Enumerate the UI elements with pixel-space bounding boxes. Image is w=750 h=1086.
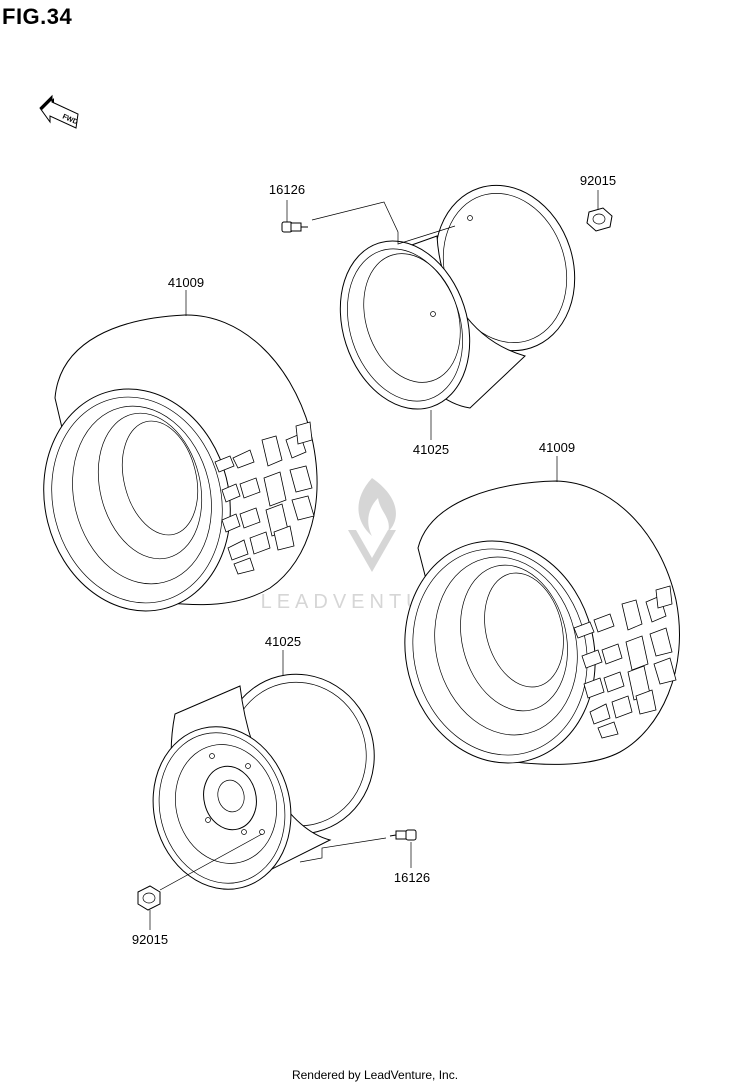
label-tire-left: 41009: [168, 275, 204, 290]
label-valve-bottom: 16126: [394, 870, 430, 885]
tire-right: [404, 480, 680, 765]
fwd-direction-badge: FWD: [39, 94, 79, 129]
label-nut-top: 92015: [580, 173, 616, 188]
label-nut-bottom: 92015: [132, 932, 168, 947]
leader-lines: [149, 190, 599, 930]
label-wheel-bottom: 41025: [265, 634, 301, 649]
lug-nut-top: [586, 207, 613, 232]
wheel-rim-top: [339, 184, 576, 410]
figure-title: FIG.34: [2, 4, 73, 29]
valve-stem-top: [281, 201, 456, 245]
label-tire-right: 41009: [539, 440, 575, 455]
footer-credit: Rendered by LeadVenture, Inc.: [291, 1068, 459, 1082]
label-valve-top: 16126: [269, 182, 305, 197]
wheel-rim-bottom: [152, 673, 375, 890]
watermark-text: LEADVENTURE: [261, 591, 464, 613]
lug-nut-bottom: [137, 833, 263, 911]
valve-stem-bottom: [299, 829, 417, 863]
label-wheel-top: 41025: [413, 442, 449, 457]
leadventure-watermark: LEADVENTURE: [261, 478, 464, 613]
tire-left: [43, 314, 318, 612]
